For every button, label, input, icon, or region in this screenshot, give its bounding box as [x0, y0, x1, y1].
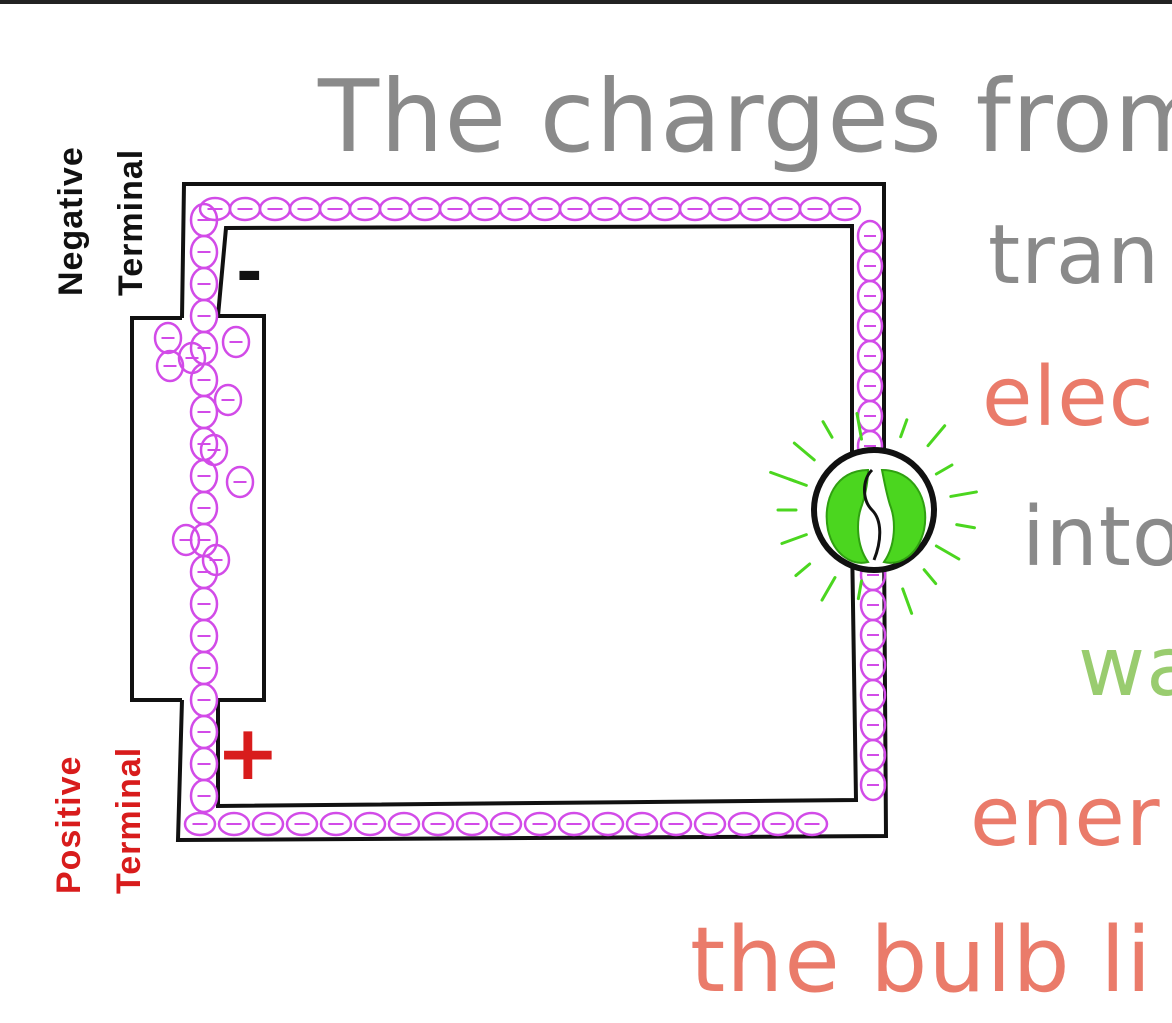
bulb — [811, 447, 937, 573]
negative-label: Negative — [52, 146, 90, 296]
charge-particle — [591, 811, 625, 837]
charge-particle — [251, 811, 285, 837]
bulb-glow-rays — [769, 411, 978, 615]
charge-particle — [221, 325, 251, 359]
charge-particle — [183, 811, 217, 837]
charge-particle — [727, 811, 761, 837]
charge-particle — [828, 196, 862, 222]
charge-particle — [189, 778, 219, 814]
charge-particle — [387, 811, 421, 837]
glow-ray — [792, 441, 816, 462]
text-line-7: the bulb li — [690, 908, 1153, 1013]
glow-ray — [934, 463, 954, 476]
charge-particle — [199, 433, 229, 467]
charge-particle — [625, 811, 659, 837]
glow-ray — [794, 562, 812, 578]
glow-ray — [780, 533, 808, 546]
battery-body — [130, 316, 182, 702]
glow-ray — [926, 424, 947, 448]
minus-sign: - — [236, 236, 264, 310]
charge-particle — [659, 811, 693, 837]
top-border — [0, 0, 1172, 4]
charge-particle — [353, 811, 387, 837]
text-line-4: into — [1022, 490, 1172, 585]
charge-particle — [455, 811, 489, 837]
charge-particle — [489, 811, 523, 837]
charge-particle — [201, 543, 231, 577]
positive-label: Positive — [50, 755, 88, 894]
glow-ray — [855, 411, 863, 441]
bulb-filament — [863, 468, 882, 561]
text-line-3: elec — [982, 350, 1155, 445]
charge-particle — [213, 383, 243, 417]
charge-particle — [795, 811, 829, 837]
glow-ray — [955, 523, 976, 530]
battery-body-inner — [218, 314, 266, 702]
wire-inner — [216, 223, 859, 809]
charge-particle — [171, 523, 201, 557]
wire-outer — [175, 182, 889, 843]
charge-particle — [153, 321, 183, 355]
charge-particle — [859, 768, 887, 802]
charges-group — [153, 196, 887, 837]
text-line-1: The charges from — [318, 58, 1172, 175]
glow-ray — [949, 490, 978, 498]
charge-particle — [761, 811, 795, 837]
charge-particle — [155, 349, 185, 383]
glow-ray — [820, 576, 837, 602]
glow-ray — [769, 470, 797, 483]
charge-particle — [557, 811, 591, 837]
charge-particle — [217, 811, 251, 837]
charge-particle — [319, 811, 353, 837]
glow-ray — [856, 579, 863, 601]
text-line-5: wa — [1078, 620, 1172, 715]
negative-terminal-label: Terminal — [112, 148, 150, 296]
charge-particle — [177, 341, 207, 375]
text-line-6: ener — [970, 770, 1161, 865]
plus-sign: + — [216, 708, 281, 797]
bulb-glow-right — [880, 468, 927, 564]
glow-ray — [922, 568, 938, 586]
charge-particle — [693, 811, 727, 837]
charge-particle — [285, 811, 319, 837]
glow-ray — [821, 420, 834, 439]
charge-particle — [523, 811, 557, 837]
charge-particle — [421, 811, 455, 837]
glow-ray — [934, 544, 961, 561]
glow-ray — [899, 418, 909, 439]
glow-ray — [901, 587, 914, 615]
charge-particle — [225, 465, 255, 499]
positive-terminal-label: Terminal — [110, 746, 148, 894]
text-line-2: tran — [988, 208, 1161, 303]
